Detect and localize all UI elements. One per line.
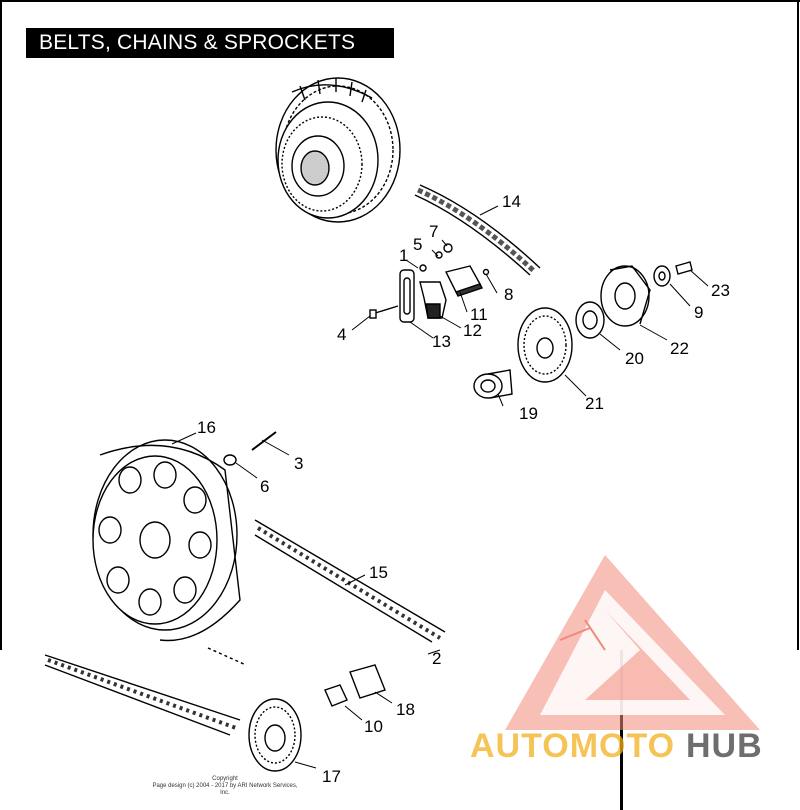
watermark-logo <box>505 555 760 730</box>
primary-chain-part <box>414 184 541 276</box>
watermark-text-hub: HUB <box>686 727 763 765</box>
copyright-note: Copyright Page design (c) 2004 - 2017 by… <box>150 776 300 797</box>
callout-2: 2 <box>432 649 442 668</box>
callout-7: 7 <box>429 222 439 241</box>
callout-3: 3 <box>294 454 304 473</box>
frame-right <box>797 0 799 650</box>
copyright-line-1: Copyright <box>212 776 238 782</box>
callout-21: 21 <box>585 394 604 413</box>
watermark-text-automoto: AUTOMOTO <box>470 727 676 765</box>
frame-left <box>0 0 2 650</box>
callout-5: 5 <box>413 235 423 254</box>
page-title: BELTS, CHAINS & SPROCKETS <box>26 28 394 58</box>
callout-6: 6 <box>260 477 270 496</box>
rear-pulley-part <box>92 431 277 642</box>
callout-4: 4 <box>337 325 347 344</box>
callout-11: 11 <box>470 305 488 324</box>
callout-18: 18 <box>396 700 415 719</box>
engine-sprocket-parts <box>473 261 693 399</box>
callout-9: 9 <box>694 303 704 322</box>
copyright-line-2: Page design (c) 2004 - 2017 by ARI Netwo… <box>152 783 298 796</box>
callout-23: 23 <box>711 281 730 300</box>
transmission-pulley-parts <box>248 664 386 772</box>
callout-15: 15 <box>369 563 388 582</box>
callout-22: 22 <box>670 339 689 358</box>
frame-top <box>0 0 800 2</box>
callout-17: 17 <box>322 767 341 786</box>
callout-19: 19 <box>519 404 538 423</box>
chain-tensioner-parts <box>369 243 490 323</box>
callout-16: 16 <box>197 418 216 437</box>
callout-10: 10 <box>364 717 383 736</box>
callout-12: 12 <box>463 321 482 340</box>
callout-20: 20 <box>625 349 644 368</box>
drive-belt-part <box>44 519 446 736</box>
leader-lines <box>171 205 709 769</box>
callout-13: 13 <box>432 332 451 351</box>
callout-8: 8 <box>504 285 514 304</box>
callout-1: 1 <box>399 246 409 265</box>
callout-14: 14 <box>502 192 521 211</box>
clutch-drum-part <box>275 77 401 223</box>
